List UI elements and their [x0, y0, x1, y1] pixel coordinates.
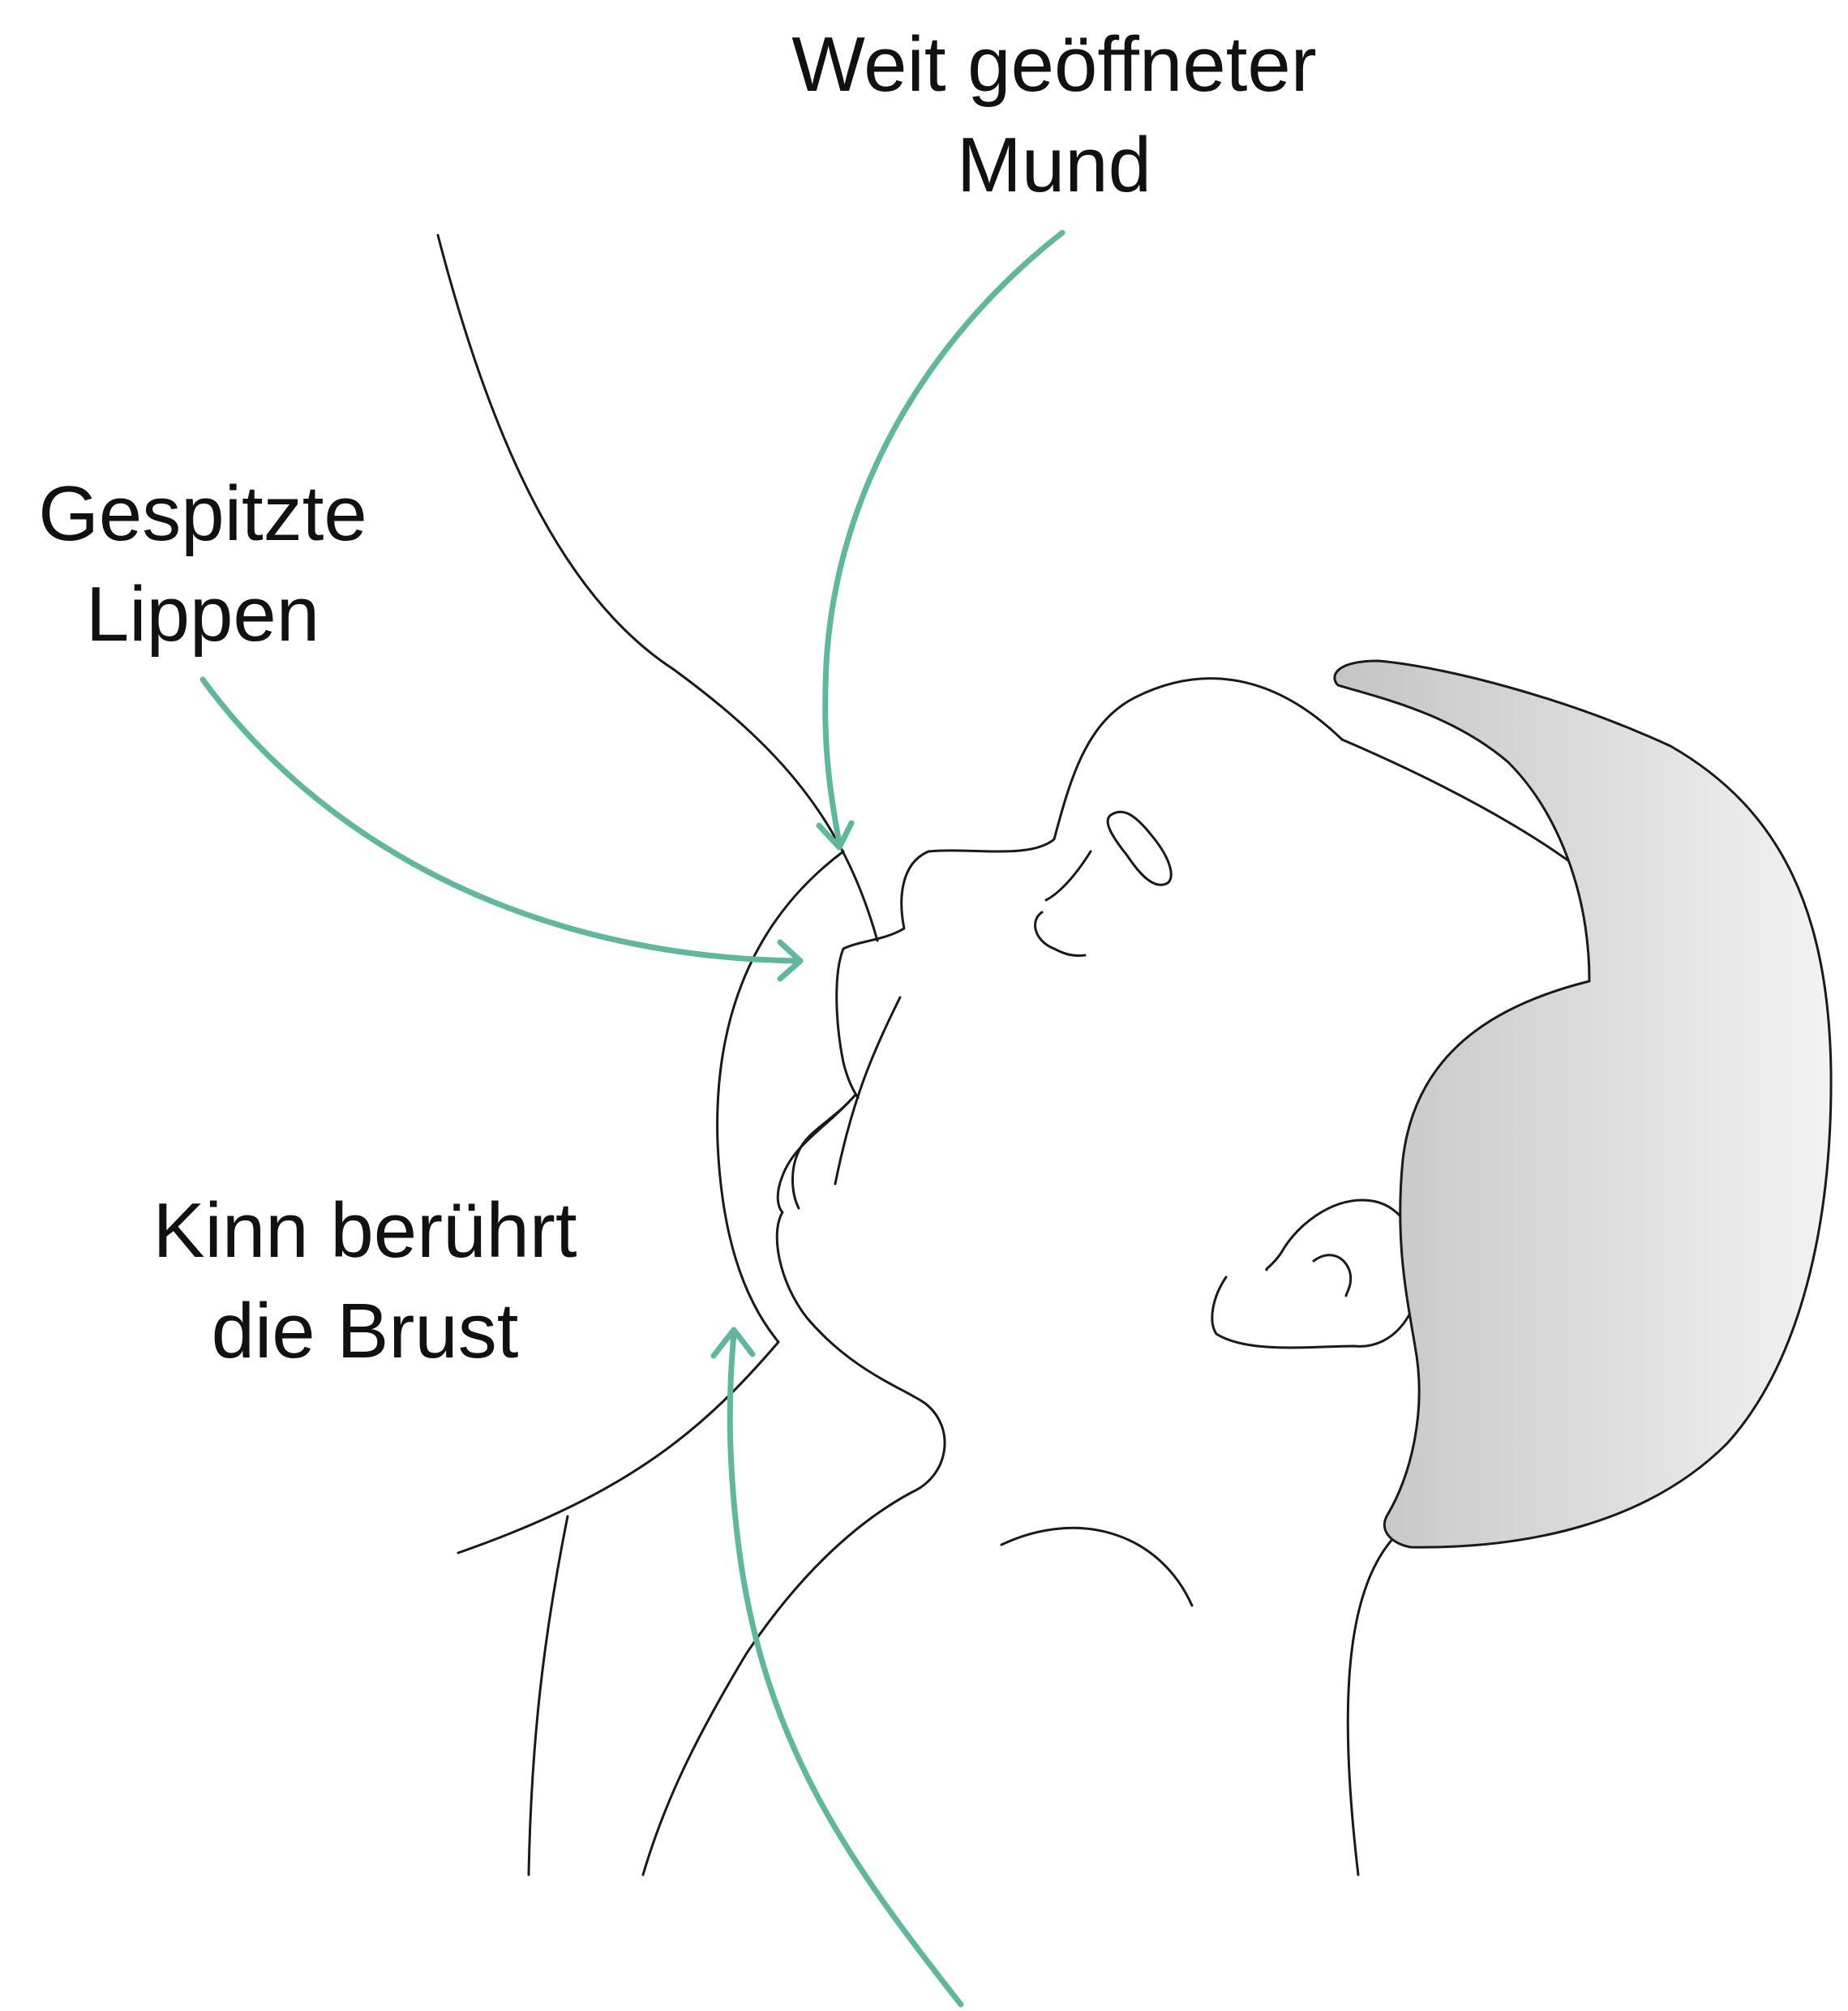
breast-areola-arc	[718, 851, 843, 1342]
breast-upper-contour	[438, 235, 877, 941]
baby-nostril	[1035, 912, 1085, 955]
baby-hair	[1335, 661, 1831, 1547]
label-chin-line2: die Brust	[105, 1281, 624, 1382]
baby-back-line	[1348, 1537, 1395, 1875]
label-lips-line2: Lippen	[0, 564, 405, 665]
label-chin-line1: Kinn berührt	[105, 1181, 624, 1281]
mother-arm	[529, 1516, 568, 1875]
label-pursed-lips: Gespitzte Lippen	[0, 464, 405, 665]
baby-inner-mouth-line	[835, 997, 900, 1184]
arrow-lips	[203, 680, 799, 961]
baby-eye	[1108, 812, 1171, 885]
label-mouth-line2: Mund	[714, 115, 1395, 216]
label-wide-open-mouth: Weit geöffneter Mund	[714, 15, 1395, 216]
label-chin-touches-breast: Kinn berührt die Brust	[105, 1181, 624, 1382]
arrow-mouth	[825, 233, 1062, 843]
arrow-chin	[730, 1334, 961, 2005]
baby-cheek-line	[1046, 851, 1091, 900]
baby-lower-lip	[793, 1095, 856, 1208]
baby-face-profile	[643, 679, 1342, 1875]
label-lips-line1: Gespitzte	[0, 464, 405, 564]
baby-ear-inner	[1314, 1255, 1351, 1296]
label-mouth-line1: Weit geöffneter	[714, 15, 1395, 115]
baby-ear	[1212, 1200, 1420, 1348]
baby-shoulder-curve	[1001, 1528, 1192, 1606]
